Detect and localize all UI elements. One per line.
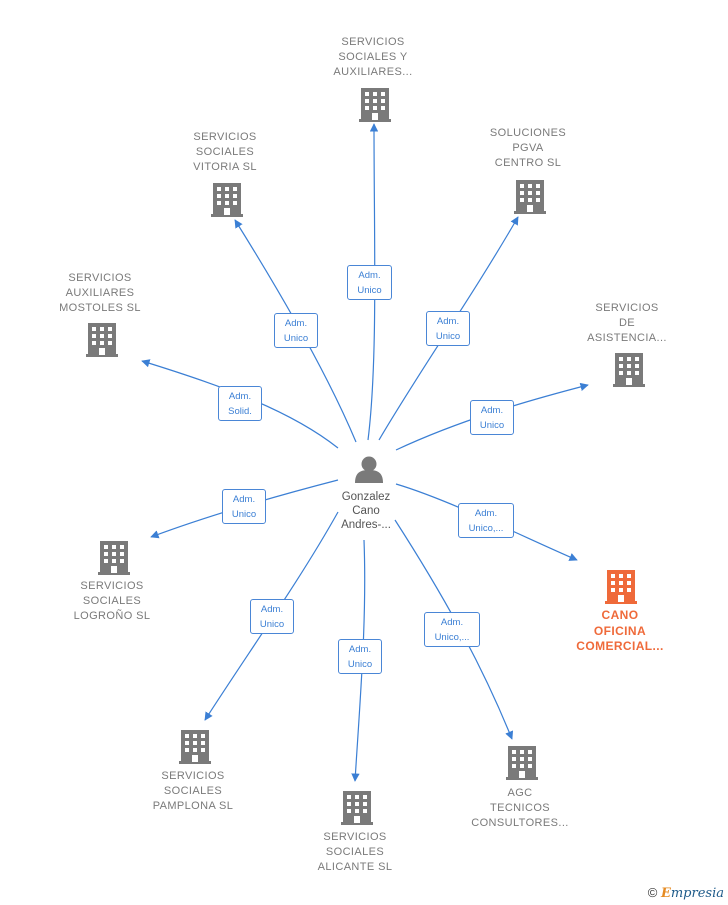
building-icon[interactable] bbox=[341, 791, 373, 825]
company-label[interactable]: SERVICIOS SOCIALES VITORIA SL bbox=[193, 131, 257, 173]
role-badge: Adm. Unico,... bbox=[458, 503, 514, 538]
role-badge: Adm. Unico bbox=[274, 313, 318, 348]
center-person-label: Gonzalez Cano Andres-... bbox=[341, 491, 391, 531]
building-icon[interactable] bbox=[179, 730, 211, 764]
role-badge: Adm. Unico bbox=[250, 599, 294, 634]
role-badge: Adm. Unico bbox=[222, 489, 266, 524]
building-icon[interactable] bbox=[98, 541, 130, 575]
brand-logo-text: mpresia bbox=[670, 886, 724, 901]
company-label[interactable]: SERVICIOS DE ASISTENCIA... bbox=[587, 302, 667, 344]
building-icon[interactable] bbox=[86, 323, 118, 357]
copyright-icon: © bbox=[647, 885, 658, 900]
building-icon[interactable] bbox=[613, 353, 645, 387]
company-label[interactable]: SERVICIOS SOCIALES ALICANTE SL bbox=[317, 831, 393, 873]
person-icon bbox=[355, 456, 383, 483]
building-icon[interactable] bbox=[605, 570, 637, 604]
building-icon[interactable] bbox=[514, 180, 546, 214]
company-label[interactable]: SERVICIOS AUXILIARES MOSTOLES SL bbox=[59, 272, 141, 314]
role-badge: Adm. Unico bbox=[347, 265, 392, 300]
role-badge: Adm. Unico,... bbox=[424, 612, 480, 647]
role-badge: Adm. Unico bbox=[426, 311, 470, 346]
brand-logo-initial: E bbox=[660, 886, 671, 901]
company-label[interactable]: SERVICIOS SOCIALES PAMPLONA SL bbox=[152, 770, 234, 812]
building-icon[interactable] bbox=[359, 88, 391, 122]
company-label[interactable]: AGC TECNICOS CONSULTORES... bbox=[471, 787, 569, 829]
copyright: © Empresia bbox=[648, 885, 724, 901]
company-label[interactable]: SERVICIOS SOCIALES LOGROÑO SL bbox=[73, 580, 151, 622]
company-label[interactable]: SERVICIOS SOCIALES Y AUXILIARES... bbox=[333, 36, 413, 78]
role-badge: Adm. Unico bbox=[470, 400, 514, 435]
company-label[interactable]: SOLUCIONES PGVA CENTRO SL bbox=[489, 127, 567, 169]
company-label[interactable]: CANO OFICINA COMERCIAL... bbox=[576, 608, 664, 653]
building-icon[interactable] bbox=[506, 746, 538, 780]
building-icon[interactable] bbox=[211, 183, 243, 217]
role-badge: Adm. Unico bbox=[338, 639, 382, 674]
role-badge: Adm. Solid. bbox=[218, 386, 262, 421]
